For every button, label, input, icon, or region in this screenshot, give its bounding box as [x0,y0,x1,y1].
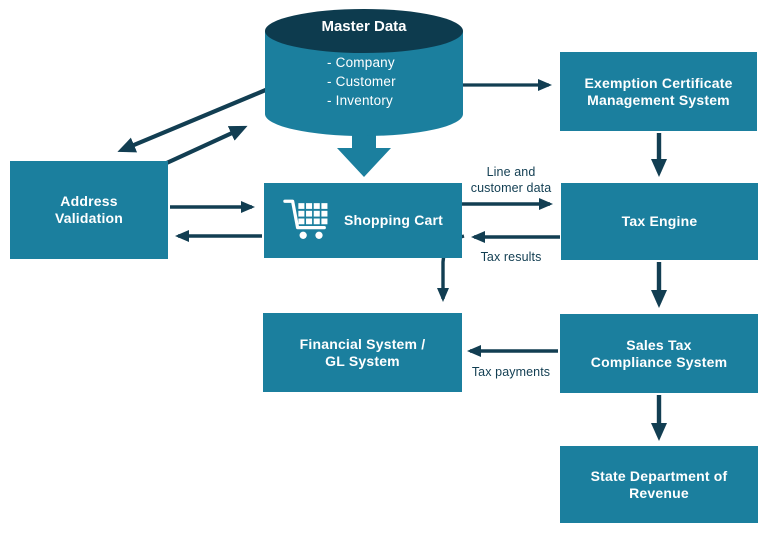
master-data-title: Master Data [321,17,407,35]
box-sales-tax-compliance-system: Sales Tax Compliance System [560,314,758,393]
shopping-cart-icon [283,196,331,245]
exemption-box-label: Exemption Certificate Management System [584,74,733,108]
box-shopping-cart: Shopping Cart [264,183,462,258]
state-dor-box-label: State Department of Revenue [590,467,728,501]
shopping-cart-box-label: Shopping Cart [343,212,444,229]
box-state-department-of-revenue: State Department of Revenue [560,446,758,523]
address-validation-box-label: Address Validation [54,193,124,226]
label-tax-results: Tax results [480,250,542,264]
label-line-and-customer-data: Line and customer data [470,165,552,195]
master-data-item-company: - Company [327,55,395,70]
master-data-item-customer: - Customer [327,74,396,89]
arrow-masterdata-to-addressvalidation [117,87,269,153]
box-tax-engine: Tax Engine [561,183,758,260]
block-arrow-masterdata-to-cart [337,120,391,177]
tax-engine-box-label: Tax Engine [621,213,698,230]
master-data-item-list: - Company - Customer - Inventory [327,53,447,110]
label-tax-payments: Tax payments [471,365,551,379]
sales-tax-box-label: Sales Tax Compliance System [590,336,728,370]
box-address-validation: Address Validation [10,161,168,259]
master-data-item-inventory: - Inventory [327,93,393,108]
financial-box-label: Financial System / GL System [299,335,426,369]
box-financial-gl-system: Financial System / GL System [263,313,462,392]
box-exemption-certificate-management-system: Exemption Certificate Management System [560,52,757,131]
master-data-cylinder-top: Master Data [265,9,463,53]
